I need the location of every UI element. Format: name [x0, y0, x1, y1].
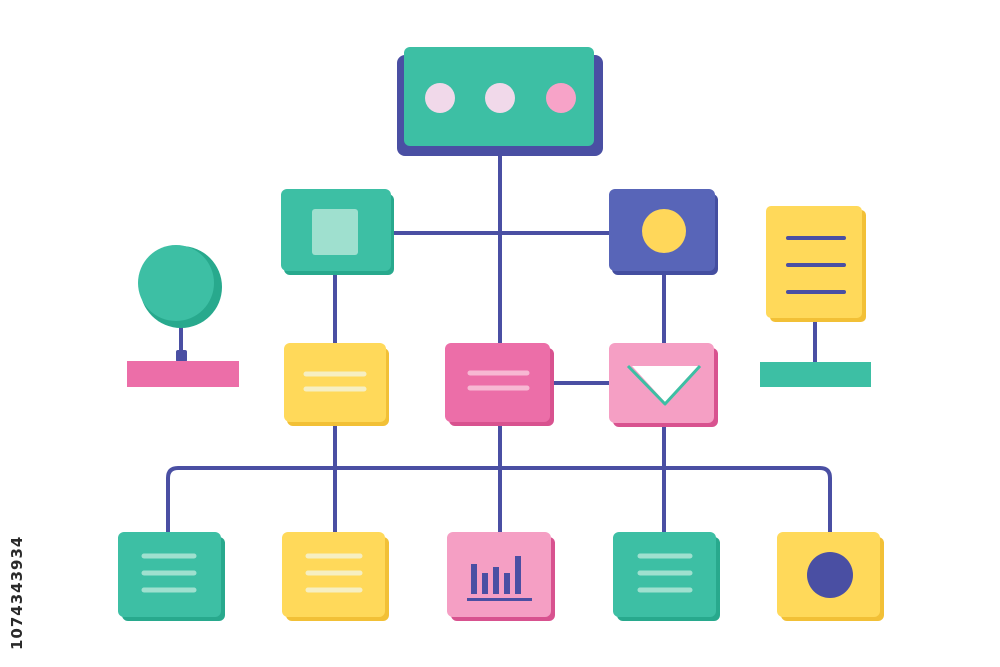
- document-icon: [786, 236, 846, 294]
- dot-icon: [807, 552, 853, 598]
- text-lines-icon: [467, 370, 530, 391]
- tree-node: [127, 245, 239, 387]
- text-node: [284, 343, 389, 426]
- text-node: [118, 532, 225, 621]
- tree-base: [127, 361, 239, 387]
- text-lines-icon: [637, 553, 693, 593]
- circle-node: [609, 189, 718, 275]
- bar-chart-icon: [467, 556, 532, 601]
- circle-icon: [642, 209, 686, 253]
- text-lines-icon: [141, 553, 197, 593]
- envelope-icon: [626, 364, 702, 406]
- text-node: [282, 532, 389, 621]
- square-icon: [312, 209, 358, 255]
- text-lines-icon: [305, 553, 363, 593]
- text-node: [445, 343, 554, 426]
- bar-chart-node: [447, 532, 555, 621]
- document-base: [760, 362, 871, 387]
- tree-icon: [138, 245, 222, 362]
- square-node: [281, 189, 394, 275]
- connector-lines: [166, 148, 832, 537]
- connector-line: [166, 466, 832, 537]
- window-dots-icon: [425, 83, 576, 113]
- document-node: [760, 206, 871, 387]
- stock-id-watermark: 1074343934: [8, 535, 26, 650]
- text-node: [613, 532, 720, 621]
- dot-node: [777, 532, 884, 621]
- top-window-node: [397, 47, 603, 156]
- envelope-node: [609, 343, 718, 427]
- text-lines-icon: [303, 371, 367, 392]
